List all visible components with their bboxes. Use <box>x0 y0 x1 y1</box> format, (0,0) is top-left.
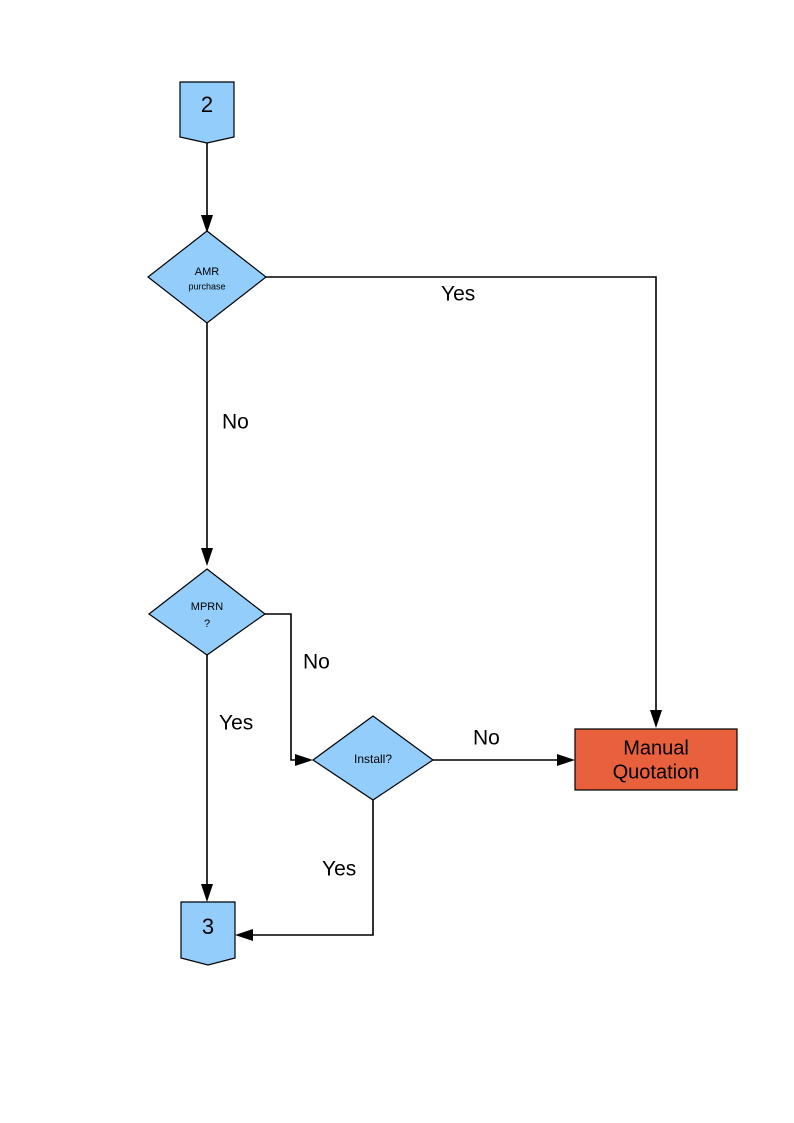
node-label-end-connector-3: 3 <box>202 914 214 939</box>
node-end-connector-3[interactable]: 3 <box>180 901 236 966</box>
diamond-shape[interactable] <box>147 568 267 656</box>
edge-label-amr-yes: Yes <box>441 283 475 306</box>
arrow-head-icon <box>557 754 575 766</box>
edge-mprn-yes: Yes <box>201 655 253 902</box>
node-label-amr-line2: purchase <box>188 281 225 291</box>
node-decision-amr-purchase[interactable]: AMR purchase <box>147 230 267 324</box>
edge-install-yes: Yes <box>235 800 374 941</box>
node-label-mprn-line2: ? <box>204 618 210 630</box>
edge-label-install-yes: Yes <box>322 858 356 881</box>
edge-install-yes-line <box>245 800 374 936</box>
edge-start-to-amr <box>201 143 213 233</box>
node-decision-install[interactable]: Install? <box>311 715 435 801</box>
node-process-manual-quotation[interactable]: Manual Quotation <box>574 728 738 791</box>
node-decision-mprn[interactable]: MPRN ? <box>147 568 267 656</box>
edge-mprn-no-line <box>265 613 303 761</box>
rectangle-shape[interactable] <box>574 728 738 791</box>
node-label-mprn-line1: MPRN <box>191 601 223 613</box>
arrow-head-icon <box>650 710 662 728</box>
diamond-shape[interactable] <box>147 230 267 324</box>
node-label-manual-quotation-line1: Manual <box>623 737 689 759</box>
diamond-shape[interactable] <box>311 715 435 801</box>
node-label-amr-line1: AMR <box>195 266 220 278</box>
edge-label-mprn-yes: Yes <box>219 712 253 735</box>
edge-label-amr-no: No <box>222 411 249 434</box>
arrow-head-icon <box>295 754 313 766</box>
node-start-connector-2[interactable]: 2 <box>179 81 235 144</box>
arrow-head-icon <box>201 884 213 902</box>
node-label-start-connector-2: 2 <box>201 92 213 117</box>
arrow-head-icon <box>201 215 213 233</box>
node-label-manual-quotation-line2: Quotation <box>613 761 700 783</box>
pentagon-connector-shape[interactable] <box>179 81 235 144</box>
edge-mprn-no: No <box>265 613 330 766</box>
edge-label-install-no: No <box>473 727 500 750</box>
edge-install-no: No <box>433 727 575 766</box>
arrow-head-icon <box>201 548 213 566</box>
node-label-install-line1: Install? <box>354 752 392 766</box>
arrow-head-icon <box>235 929 253 941</box>
pentagon-connector-shape[interactable] <box>180 901 236 966</box>
edge-amr-yes-line <box>266 276 657 718</box>
edge-label-mprn-no: No <box>303 651 330 674</box>
edge-amr-no: No <box>201 323 249 566</box>
edge-amr-yes: Yes <box>266 276 662 728</box>
